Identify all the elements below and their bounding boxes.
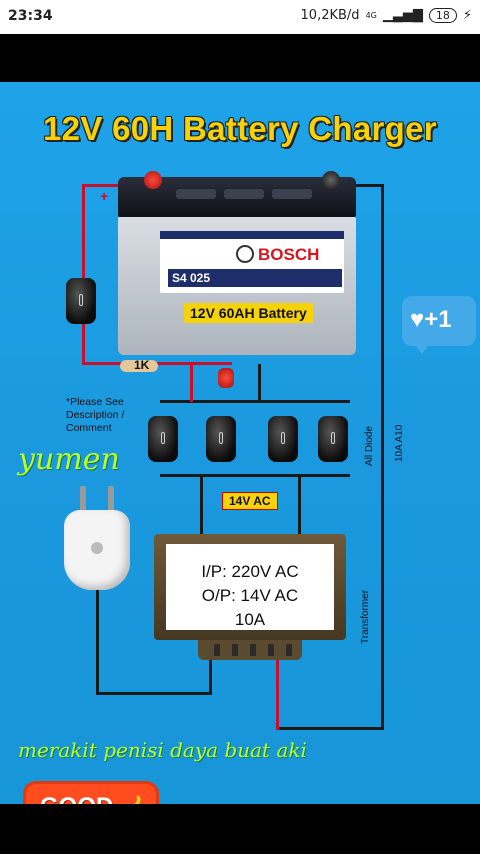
battery-brand: BOSCH — [258, 245, 320, 264]
image-content[interactable]: 12V 60H Battery Charger BOSCH S4 025 12V… — [0, 82, 480, 804]
battery-vent — [272, 189, 312, 199]
battery-label: BOSCH S4 025 — [160, 231, 344, 293]
diode-3 — [268, 416, 298, 462]
thumbs-up-icon: 👍 — [122, 794, 152, 804]
positive-terminal — [144, 171, 162, 189]
red-wire-transformer — [276, 652, 279, 730]
good-badge[interactable]: GOOD 👍 — [26, 784, 156, 804]
status-time: 23:34 — [8, 8, 53, 24]
diode-1 — [148, 416, 178, 462]
diode-label: All Diode — [364, 425, 375, 466]
plug-wire-1 — [96, 590, 99, 694]
battery-model: S4 025 — [168, 269, 342, 287]
transformer-terminals — [198, 640, 302, 660]
good-badge-label: GOOD — [40, 793, 113, 804]
power-plug — [64, 486, 130, 590]
letterbox-bottom — [0, 804, 480, 854]
battery: BOSCH S4 025 12V 60AH Battery — [118, 171, 356, 355]
battery-body: BOSCH S4 025 12V 60AH Battery — [118, 217, 356, 355]
charging-icon: ⚡ — [462, 8, 472, 23]
watermark: yumen — [18, 442, 120, 477]
bus-wire-bottom — [160, 474, 350, 477]
battery-top — [118, 177, 356, 217]
fuse — [218, 368, 234, 388]
diode-4 — [318, 416, 348, 462]
red-wire-left — [82, 184, 85, 364]
resistor — [120, 360, 158, 372]
transformer-current: 10A — [234, 610, 266, 629]
network-4g-icon: 4G — [365, 11, 377, 20]
net-speed: 10,2KB/d — [300, 8, 360, 23]
negative-terminal — [322, 171, 340, 189]
status-bar: 23:34 10,2KB/d 4G ▁▃▅▇ 18 ⚡ — [0, 0, 480, 34]
transformer-label: Transformer — [360, 589, 371, 644]
resistor-label: 1K — [134, 358, 150, 372]
bus-wire-top — [160, 400, 350, 403]
battery-vent — [224, 189, 264, 199]
battery-vent — [176, 189, 216, 199]
transformer-panel — [166, 544, 334, 630]
secondary-wire-2 — [298, 476, 301, 538]
black-wire-bottom-right — [278, 727, 384, 730]
plug-wire-1b — [96, 692, 212, 695]
like-badge[interactable]: ♥+1 — [402, 296, 476, 346]
transformer: I/P: 220V AC O/P: 14V AC 10A — [154, 534, 346, 660]
black-wire-right — [381, 184, 384, 729]
wire-to-battery — [258, 364, 261, 402]
plug-wire-1c — [209, 652, 212, 695]
transformer-output: O/P: 14V AC — [201, 586, 299, 605]
letterbox-top — [0, 34, 480, 82]
transformer-input: I/P: 220V AC — [201, 562, 299, 581]
diode-2 — [206, 416, 236, 462]
plus-sign: + — [100, 188, 109, 204]
bosch-logo-icon — [236, 245, 254, 263]
signal-icon: ▁▃▅▇ — [382, 8, 423, 23]
battery-caption: 12V 60AH Battery — [184, 303, 313, 323]
diode-left — [66, 278, 96, 324]
red-wire-top — [82, 184, 128, 187]
battery-icon: 18 — [428, 8, 457, 23]
diode-rating: 10A A10 — [394, 424, 405, 462]
heart-icon: ♥ — [410, 306, 425, 333]
bottom-caption: merakit penisi daya buat aki — [18, 738, 307, 762]
note-text: *Please See Description / Comment — [66, 396, 125, 434]
status-right: 10,2KB/d 4G ▁▃▅▇ 18 ⚡ — [301, 8, 472, 23]
secondary-wire-1 — [200, 476, 203, 538]
black-wire-neg — [346, 184, 384, 187]
wire-fuse — [190, 364, 193, 402]
ac-tag: 14V AC — [222, 492, 278, 510]
image-title: 12V 60H Battery Charger — [43, 110, 437, 147]
